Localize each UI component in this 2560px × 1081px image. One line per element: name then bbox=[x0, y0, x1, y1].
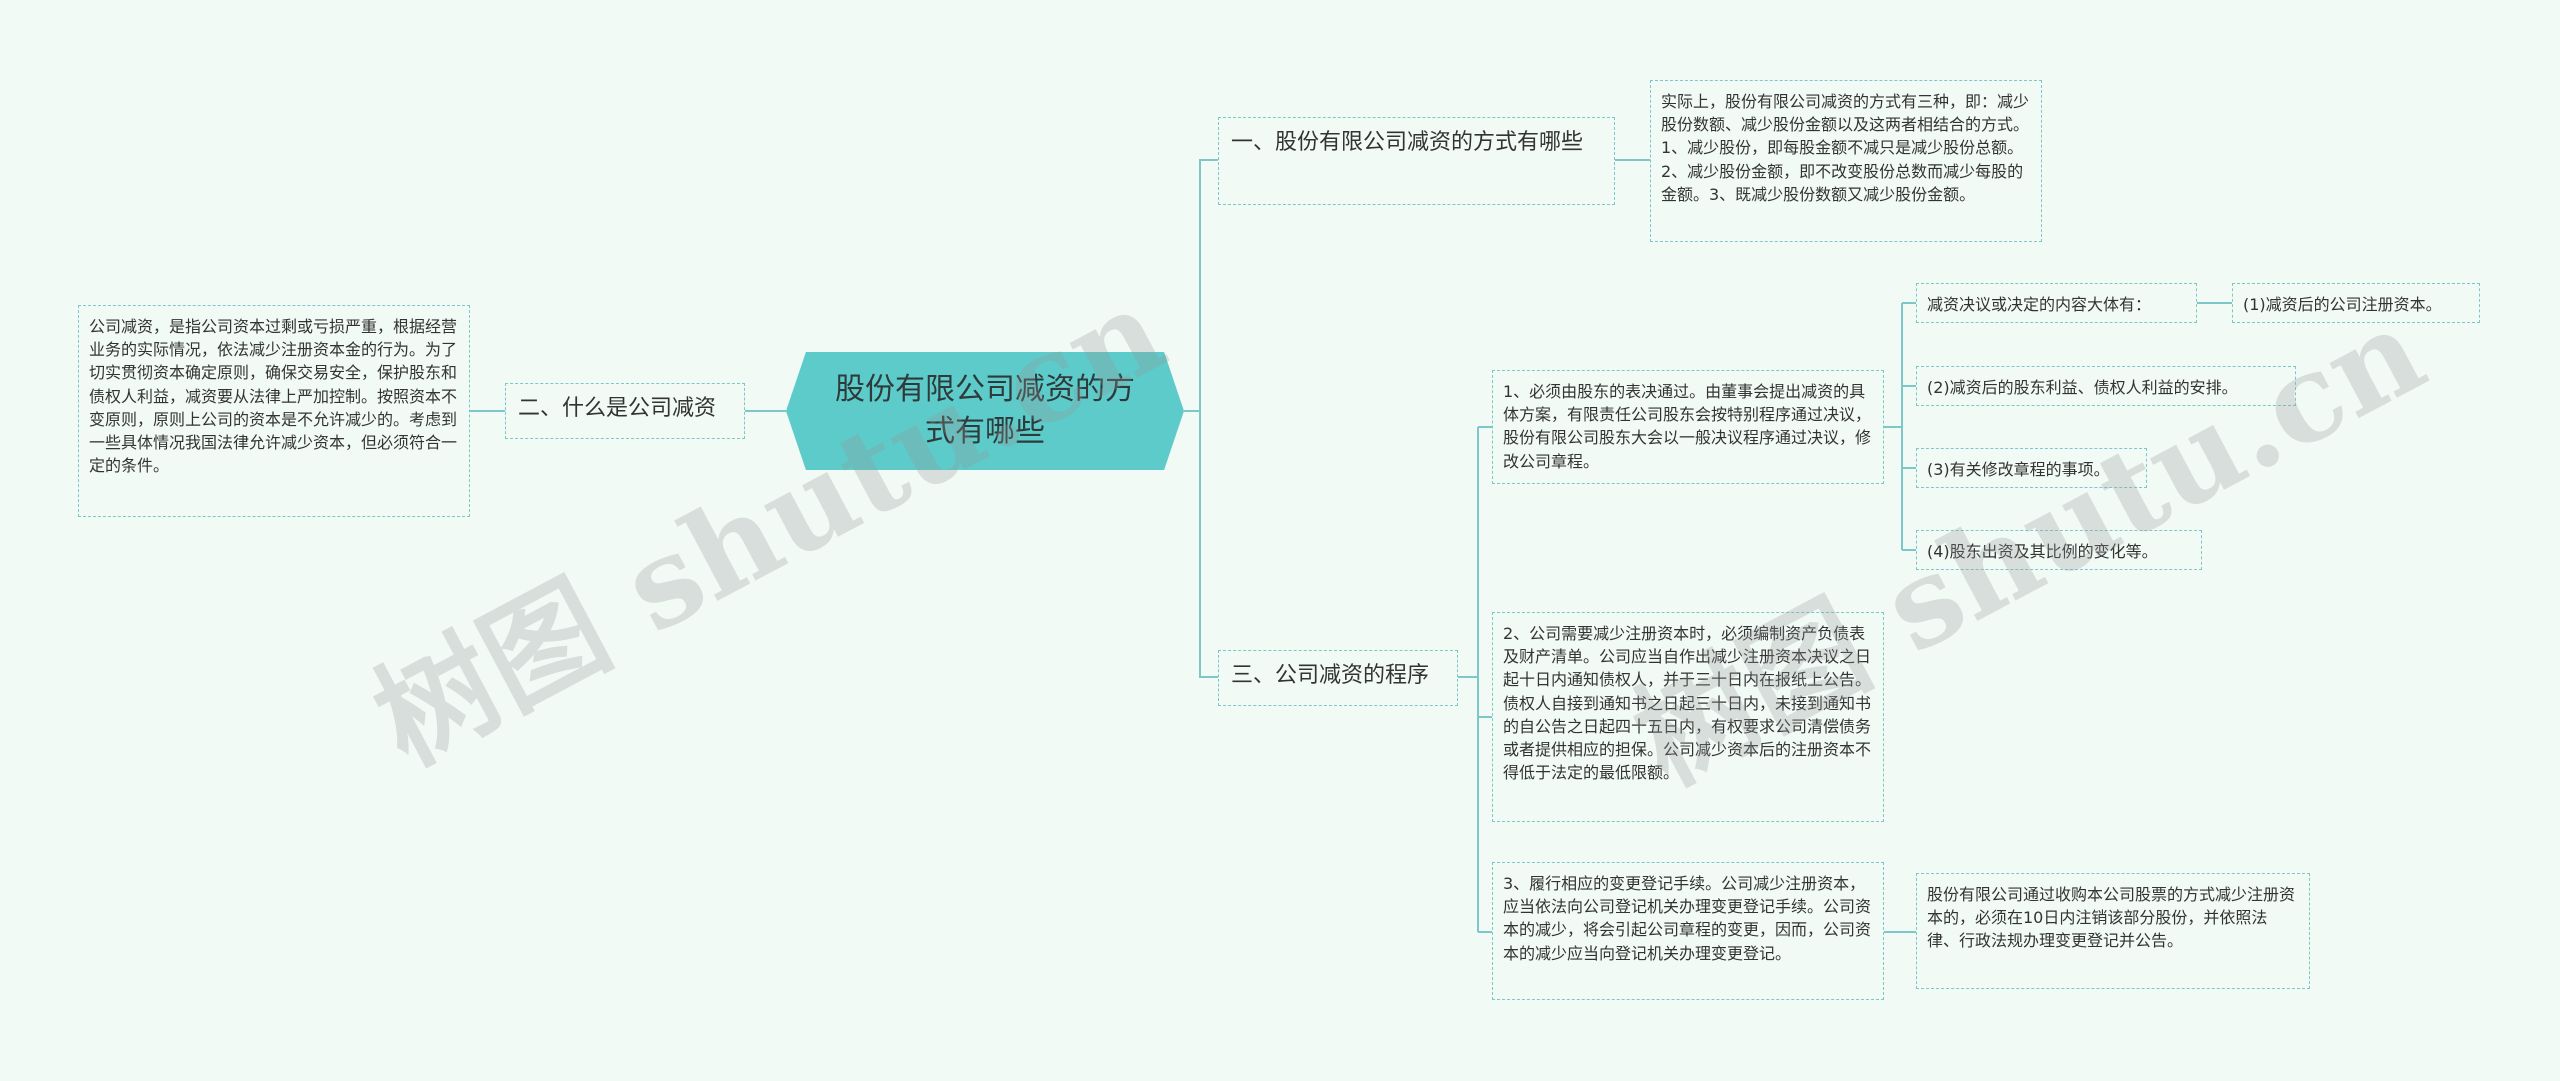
step-text: 2、公司需要减少注册资本时，必须编制资产负债表及财产清单。公司应当自作出减少注册… bbox=[1503, 624, 1872, 783]
item-text: (3)有关修改章程的事项。 bbox=[1927, 460, 2110, 479]
branch-label: 一、股份有限公司减资的方式有哪些 bbox=[1231, 130, 1584, 155]
heading-text: 减资决议或决定的内容大体有： bbox=[1927, 295, 2152, 314]
root-title: 股份有限公司减资的方式有哪些 bbox=[835, 372, 1135, 449]
branch-label: 二、什么是公司减资 bbox=[518, 396, 717, 421]
step1-item-4: (4)股东出资及其比例的变化等。 bbox=[1916, 530, 2202, 570]
branch-reduction-procedure: 三、公司减资的程序 bbox=[1218, 650, 1458, 706]
branch-what-is-capital-reduction: 二、什么是公司减资 bbox=[505, 383, 745, 439]
detail-text: 公司减资，是指公司资本过剩或亏损严重，根据经营业务的实际情况，依法减少注册资本金… bbox=[89, 317, 458, 476]
detail-text: 实际上，股份有限公司减资的方式有三种，即：减少股份数额、减少股份金额以及这两者相… bbox=[1661, 92, 2030, 204]
step1-heading: 减资决议或决定的内容大体有： bbox=[1916, 283, 2197, 323]
step-text: 1、必须由股东的表决通过。由董事会提出减资的具体方案，有限责任公司股东会按特别程… bbox=[1503, 382, 1872, 471]
step-text: 3、履行相应的变更登记手续。公司减少注册资本，应当依法向公司登记机关办理变更登记… bbox=[1503, 874, 1872, 963]
detail-what-is-capital-reduction: 公司减资，是指公司资本过剩或亏损严重，根据经营业务的实际情况，依法减少注册资本金… bbox=[78, 305, 470, 517]
detail-reduction-methods: 实际上，股份有限公司减资的方式有三种，即：减少股份数额、减少股份金额以及这两者相… bbox=[1650, 80, 2042, 242]
step3-note: 股份有限公司通过收购本公司股票的方式减少注册资本的，必须在10日内注销该部分股份… bbox=[1916, 873, 2310, 989]
root-topic: 股份有限公司减资的方式有哪些 bbox=[786, 352, 1184, 470]
procedure-step-3: 3、履行相应的变更登记手续。公司减少注册资本，应当依法向公司登记机关办理变更登记… bbox=[1492, 862, 1884, 1000]
branch-reduction-methods: 一、股份有限公司减资的方式有哪些 bbox=[1218, 117, 1615, 205]
step1-item-1: (1)减资后的公司注册资本。 bbox=[2232, 283, 2480, 323]
item-text: (2)减资后的股东利益、债权人利益的安排。 bbox=[1927, 378, 2238, 397]
procedure-step-2: 2、公司需要减少注册资本时，必须编制资产负债表及财产清单。公司应当自作出减少注册… bbox=[1492, 612, 1884, 822]
procedure-step-1: 1、必须由股东的表决通过。由董事会提出减资的具体方案，有限责任公司股东会按特别程… bbox=[1492, 370, 1884, 484]
step1-item-3: (3)有关修改章程的事项。 bbox=[1916, 448, 2147, 488]
item-text: (4)股东出资及其比例的变化等。 bbox=[1927, 542, 2158, 561]
note-text: 股份有限公司通过收购本公司股票的方式减少注册资本的，必须在10日内注销该部分股份… bbox=[1927, 885, 2296, 951]
item-text: (1)减资后的公司注册资本。 bbox=[2243, 295, 2442, 314]
step1-item-2: (2)减资后的股东利益、债权人利益的安排。 bbox=[1916, 366, 2296, 406]
branch-label: 三、公司减资的程序 bbox=[1231, 663, 1430, 688]
